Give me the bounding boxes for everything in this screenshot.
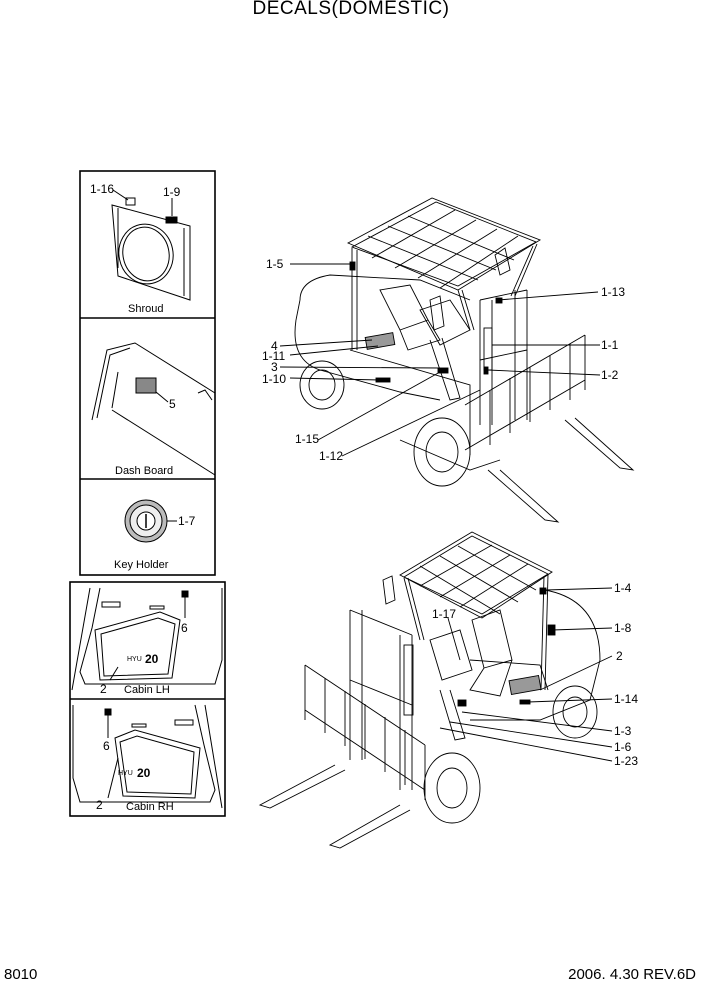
shroud-panel: 1-16 1-9 Shroud bbox=[90, 182, 191, 315]
callout-1-13: 1-13 bbox=[601, 285, 625, 299]
key-holder-caption: Key Holder bbox=[114, 559, 169, 571]
top-forklift-callouts: 1-5 4 1-11 3 1-10 1-15 1-12 1-13 1-1 1-2 bbox=[262, 257, 625, 463]
cabin-lh-panel: HYU 20 6 2 Cabin LH bbox=[71, 587, 223, 696]
callout-1-4: 1-4 bbox=[614, 581, 632, 595]
callout-6-rh: 6 bbox=[103, 739, 110, 753]
cabin-lh-caption: Cabin LH bbox=[124, 684, 170, 696]
dash-board-panel: 5 Dash Board bbox=[91, 342, 216, 477]
callout-1-3: 1-3 bbox=[614, 724, 632, 738]
callout-1-16: 1-16 bbox=[90, 182, 114, 196]
callout-1-2: 1-2 bbox=[601, 368, 619, 382]
callout-1-14: 1-14 bbox=[614, 692, 638, 706]
callout-2-lh: 2 bbox=[100, 682, 107, 696]
shroud-caption: Shroud bbox=[128, 303, 163, 315]
inset-panels: 1-16 1-9 Shroud 5 Dash Board 1-7 Key Hol… bbox=[69, 170, 226, 817]
cabin-lh-model-mark: 20 bbox=[145, 652, 159, 666]
key-holder-panel: 1-7 Key Holder bbox=[114, 499, 196, 571]
callout-1-9: 1-9 bbox=[163, 185, 181, 199]
callout-1-6: 1-6 bbox=[614, 740, 632, 754]
cabin-rh-model-mark: 20 bbox=[137, 766, 151, 780]
callout-4: 4 bbox=[271, 339, 278, 353]
bottom-forklift-drawing bbox=[258, 531, 613, 849]
callout-1-8: 1-8 bbox=[614, 621, 632, 635]
cabin-rh-caption: Cabin RH bbox=[126, 801, 174, 813]
callout-3: 3 bbox=[271, 360, 278, 374]
dash-board-caption: Dash Board bbox=[115, 465, 173, 477]
top-forklift-drawing bbox=[279, 197, 635, 523]
callout-1-1: 1-1 bbox=[601, 338, 619, 352]
callout-2-rh: 2 bbox=[96, 798, 103, 812]
page-title: DECALS(DOMESTIC) bbox=[252, 0, 450, 19]
cabin-lh-brand-mark: HYU bbox=[127, 656, 142, 663]
callout-6-lh: 6 bbox=[181, 621, 188, 635]
callout-1-10: 1-10 bbox=[262, 372, 286, 386]
callout-1-12: 1-12 bbox=[319, 449, 343, 463]
callout-1-7: 1-7 bbox=[178, 514, 196, 528]
page-number: 8010 bbox=[4, 966, 38, 983]
callout-1-17: 1-17 bbox=[432, 607, 456, 621]
callout-1-11: 1-11 bbox=[262, 349, 285, 363]
callout-2: 2 bbox=[616, 649, 623, 663]
callout-1-5: 1-5 bbox=[266, 257, 284, 271]
callout-1-23: 1-23 bbox=[614, 754, 638, 768]
revision-date: 2006. 4.30 REV.6D bbox=[568, 966, 696, 983]
bottom-forklift-callouts: 1-17 1-4 1-8 2 1-14 1-3 1-6 1-23 bbox=[432, 581, 638, 768]
callout-5: 5 bbox=[169, 397, 176, 411]
cabin-rh-panel: HYU 20 6 2 Cabin RH bbox=[72, 704, 223, 813]
callout-1-15: 1-15 bbox=[295, 432, 319, 446]
cabin-rh-brand-mark: HYU bbox=[118, 770, 133, 777]
